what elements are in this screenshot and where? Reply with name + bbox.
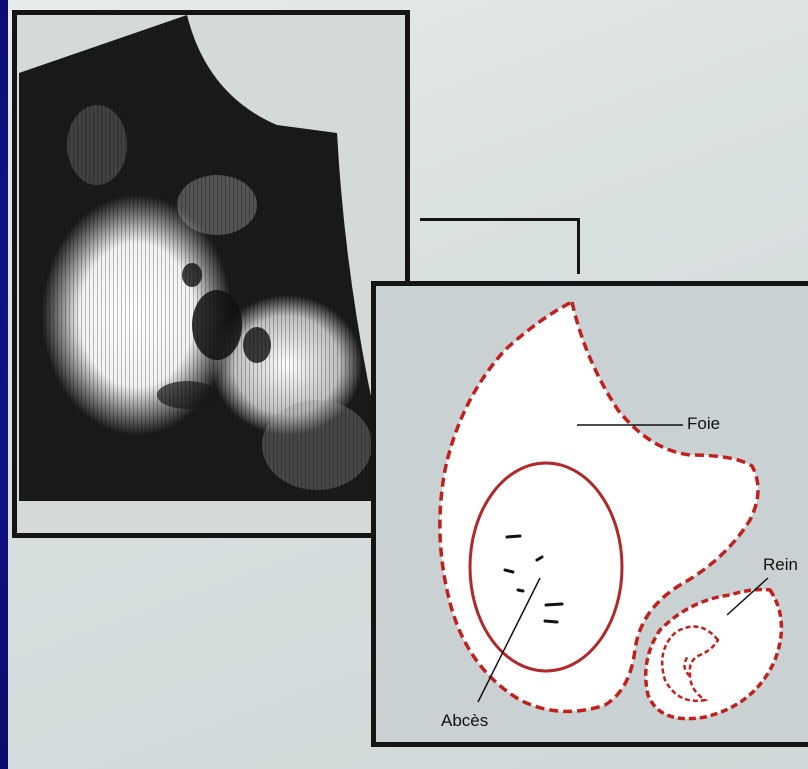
kidney-outline [646, 590, 782, 719]
label-rein: Rein [763, 555, 798, 575]
label-abces: Abcès [441, 711, 488, 731]
label-foie: Foie [687, 414, 720, 434]
